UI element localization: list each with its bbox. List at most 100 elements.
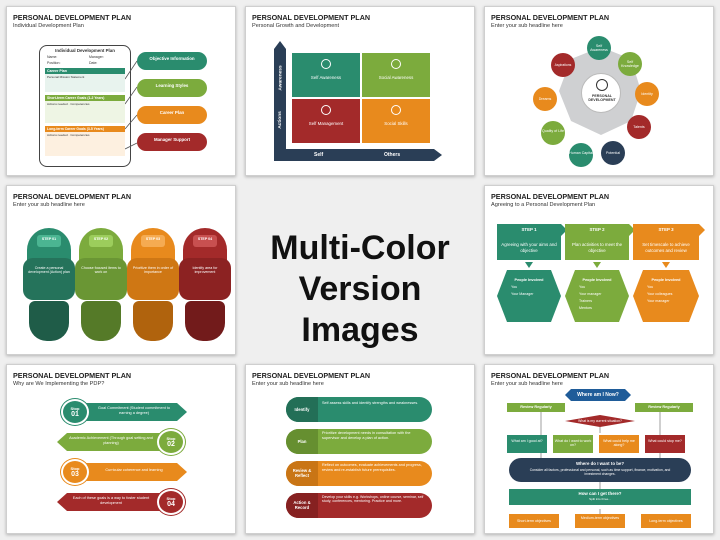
slide-title: PERSONAL DEVELOPMENT PLAN xyxy=(252,13,371,22)
slide-flowchart[interactable]: PERSONAL DEVELOPMENT PLAN Enter your sub… xyxy=(484,364,714,534)
row-plan-label-box: Plan xyxy=(286,429,318,454)
form-section-long-term: Long-term Career Goals (3-5 Years) Actio… xyxy=(45,126,125,156)
slide-individual-development-plan[interactable]: PERSONAL DEVELOPMENT PLAN Individual Dev… xyxy=(6,6,236,176)
people-item: Your Manager xyxy=(511,292,534,296)
node-talents[interactable]: Talents xyxy=(627,115,651,139)
slide-subtitle: Enter your sub headline here xyxy=(252,381,324,387)
step-2-text: Plan activities to meet the objective xyxy=(571,242,623,253)
step-01-base xyxy=(29,301,69,341)
slide-subtitle: Enter your sub headline here xyxy=(491,23,563,29)
form-section-career-plan: Career Plan Personal Mission Statement xyxy=(45,68,125,92)
axis-label-self: Self xyxy=(314,152,324,158)
gear-icon xyxy=(321,105,331,115)
how-get-there[interactable]: How can I get there? Split into three... xyxy=(509,489,691,505)
objective-medium-term[interactable]: Medium-term objectives xyxy=(575,514,625,528)
slide-development-wheel[interactable]: PERSONAL DEVELOPMENT PLAN Enter your sub… xyxy=(484,6,714,176)
step-arrows xyxy=(497,224,705,322)
stop-02-text: Academic Achievement (Through goal setti… xyxy=(69,436,153,445)
axis-label-actions: Actions xyxy=(277,111,283,129)
stop-03-text: Curricular coherence and learning xyxy=(105,468,163,472)
form-name-label: Name: xyxy=(47,55,58,59)
quadrant-axes xyxy=(274,41,442,161)
objective-short-term[interactable]: Short-term objectives xyxy=(509,514,559,528)
slide-title: PERSONAL DEVELOPMENT PLAN xyxy=(252,371,371,380)
slide-subtitle: Enter your sub headline here xyxy=(491,381,563,387)
form-manager-label: Manager: xyxy=(89,55,104,59)
node-dreams[interactable]: Dreams xyxy=(533,87,557,111)
step-01-body: Create a personal development (Action) p… xyxy=(23,258,75,300)
slide-subtitle: Why are We Implementing the PDP? xyxy=(13,381,105,387)
step-1-label: STEP 1 xyxy=(521,227,537,232)
stop-04-badge[interactable]: Stop 04 xyxy=(157,489,185,515)
people-icon xyxy=(391,59,401,69)
form-date-label: Date: xyxy=(89,61,98,65)
step-03-body: Prioritize them in order of importance xyxy=(127,258,179,300)
stop-03-badge[interactable]: Stop 03 xyxy=(61,459,89,485)
box-good-at[interactable]: What am I good at? xyxy=(507,435,547,453)
slide-subtitle: Agreeing to a Personal Development Plan xyxy=(491,202,596,208)
pill-objective-information[interactable]: Objective Information xyxy=(137,52,207,70)
pill-career-plan[interactable]: Career Plan xyxy=(137,106,207,124)
node-human-capital[interactable]: Human Capital xyxy=(569,143,593,167)
axis-label-others: Others xyxy=(384,152,401,158)
network-icon xyxy=(391,105,401,115)
stop-02-badge[interactable]: Stop 02 xyxy=(157,429,185,455)
slide-why-implementing[interactable]: PERSONAL DEVELOPMENT PLAN Why are We Imp… xyxy=(6,364,236,534)
form-heading: Individual Development Plan xyxy=(55,48,115,53)
node-quality-of-life[interactable]: Quality of Life xyxy=(541,121,565,145)
slide-subtitle: Personal Growth and Development xyxy=(252,23,340,29)
row-plan-text: Prioritize development needs in consulta… xyxy=(322,431,411,440)
box-stop-me[interactable]: What could stop me? xyxy=(645,435,685,453)
objective-long-term[interactable]: Long-term objectives xyxy=(641,514,691,528)
row-review-text: Reflect on outcomes, evaluate achievemen… xyxy=(322,463,422,472)
node-self-knowledge[interactable]: Self Knowledge xyxy=(618,52,642,76)
people-item: Mentors xyxy=(579,306,592,310)
slide-title: PERSONAL DEVELOPMENT PLAN xyxy=(491,192,610,201)
box-help-me[interactable]: What could help me along? xyxy=(599,435,639,453)
pill-learning-styles[interactable]: Learning Styles xyxy=(137,79,207,97)
node-self-awareness[interactable]: Self Awareness xyxy=(587,36,611,60)
center-headline: Multi-Color Version Images xyxy=(245,228,475,350)
slide-personal-growth[interactable]: PERSONAL DEVELOPMENT PLAN Personal Growt… xyxy=(245,6,475,176)
pill-manager-support[interactable]: Manager Support xyxy=(137,133,207,151)
center-line-1: Multi-Color xyxy=(270,229,450,267)
stop-04-text: Each of these goals is a way to foster s… xyxy=(72,496,150,505)
slide-cycle-rows[interactable]: PERSONAL DEVELOPMENT PLAN Enter your sub… xyxy=(245,364,475,534)
people-item: Trainers xyxy=(579,299,593,303)
people-item: Your manager xyxy=(647,299,670,303)
slide-agreeing-pdp[interactable]: PERSONAL DEVELOPMENT PLAN Agreeing to a … xyxy=(484,185,714,355)
slide-title: PERSONAL DEVELOPMENT PLAN xyxy=(491,371,610,380)
connector-lines xyxy=(125,60,138,150)
step-03-base xyxy=(133,301,173,341)
node-aspirations[interactable]: Aspirations xyxy=(551,53,575,77)
slide-title: PERSONAL DEVELOPMENT PLAN xyxy=(13,371,132,380)
quadrant-social-skills[interactable]: Social Skills xyxy=(362,99,430,143)
brain-head-icon xyxy=(596,79,608,91)
stop-01-badge[interactable]: Stop 01 xyxy=(61,399,89,425)
people-involved-1: People Involved xyxy=(514,278,544,282)
quadrant-self-awareness[interactable]: Self Awareness xyxy=(292,53,360,97)
quadrant-social-awareness[interactable]: Social Awareness xyxy=(362,53,430,97)
slide-four-steps[interactable]: PERSONAL DEVELOPMENT PLAN Enter your sub… xyxy=(6,185,236,355)
quadrant-self-management[interactable]: Self Management xyxy=(292,99,360,143)
row-identify-label-box: Identify xyxy=(286,397,318,422)
step-1-text: Agreeing with your aims and objective xyxy=(501,242,557,253)
node-identity[interactable]: Identity xyxy=(635,82,659,106)
node-potential[interactable]: Potential xyxy=(601,141,625,165)
row-identify-text: Self assess skills and identify strength… xyxy=(322,401,419,405)
step-04-body: Identify area for improvement xyxy=(179,258,231,300)
where-am-i-now: Where am I Now? xyxy=(577,392,619,398)
people-item: You xyxy=(579,285,586,289)
box-work-on[interactable]: What do I want to work on? xyxy=(553,435,593,453)
people-item: You xyxy=(511,285,518,289)
stop-01-text: Goal Commitment (Student commitment to e… xyxy=(98,406,170,415)
slide-title: PERSONAL DEVELOPMENT PLAN xyxy=(491,13,610,22)
slide-subtitle: Individual Development Plan xyxy=(13,23,84,29)
current-situation-question: What is my current situation? xyxy=(578,419,622,423)
axis-label-awareness: Awareness xyxy=(278,65,284,91)
review-regularly-left: Review Regularly xyxy=(507,403,565,412)
people-involved-3: People Involved xyxy=(651,278,681,282)
where-want-to-be[interactable]: Where do I want to be? Consider all fact… xyxy=(509,458,691,482)
people-involved-2: People Involved xyxy=(582,278,612,282)
